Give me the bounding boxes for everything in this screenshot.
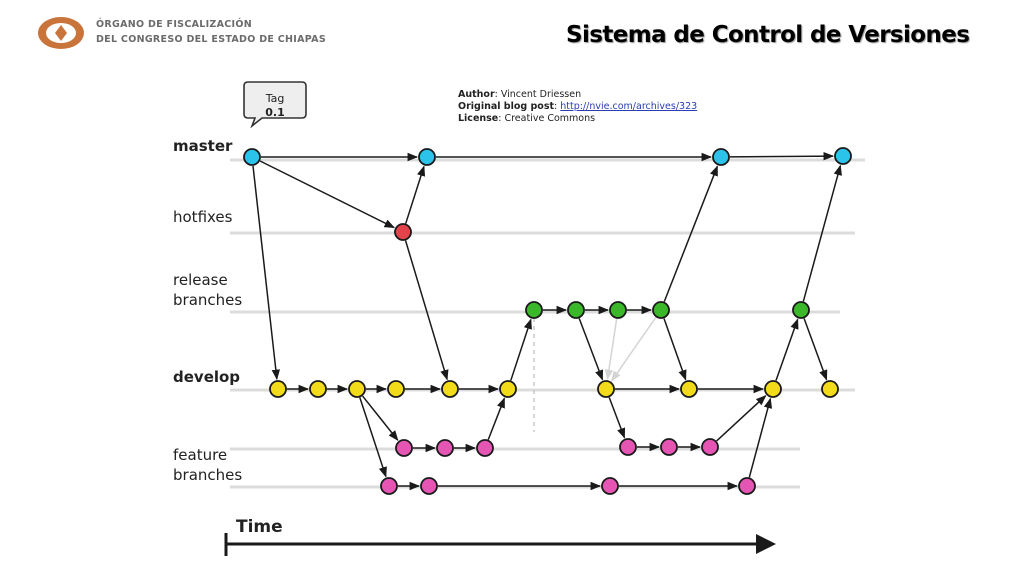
commit-arrow [611,316,657,382]
lane-label-develop: develop [173,368,241,386]
commit-arrow [362,395,399,441]
credit-author-value: : Vincent Driessen [494,89,582,100]
commit-arrow [259,160,395,229]
commit-node-develop [764,380,782,398]
tag-label: Tag [265,92,285,105]
commit-arrow [252,165,281,381]
commit-node-develop [387,380,405,398]
tag-callout [243,81,307,128]
commit-node-develop [680,380,698,398]
commit-node-develop [597,380,615,398]
commit-node-feature [380,477,398,495]
commit-node-hotfix [394,223,412,241]
commit-arrow [404,240,449,381]
commit-node-master [712,148,730,166]
logo-icon [38,17,84,49]
commit-node-master [834,147,852,165]
commit-node-develop [348,380,366,398]
org-name-line1: ÓRGANO DE FISCALIZACIÓN [96,19,253,30]
lane-label-feature-line1: feature [173,446,228,464]
commit-node-feature [476,439,494,457]
commit-node-feature [436,439,454,457]
tag-version: 0.1 [265,106,285,119]
credit-author-label: Author [458,89,495,100]
commit-node-master [243,148,261,166]
commit-node-develop [441,380,459,398]
blog-link[interactable]: http://nvie.com/archives/323 [560,101,698,112]
credit-blog-label: Original blog post [458,101,555,112]
commit-arrow [359,397,387,478]
commit-arrow [716,395,767,442]
commit-node-release [567,301,585,319]
commit-node-feature [619,438,637,456]
commit-arrow [405,165,426,224]
org-name-line2: DEL CONGRESO DEL ESTADO DE CHIAPAS [96,34,326,45]
commit-arrow [608,397,626,439]
commit-node-feature [395,439,413,457]
commit-arrow [663,165,719,302]
arrow-right-icon [756,534,776,554]
commit-node-feature [701,438,719,456]
credit-license: License: Creative Commons [458,113,595,124]
commit-arrow [663,318,687,381]
commit-arrow [748,397,773,478]
lane-label-master: master [173,137,233,155]
lane-label-feature-line2: branches [173,466,243,484]
commit-node-develop [309,380,327,398]
commit-arrow [510,318,532,381]
commit-arrow [729,151,835,161]
lane-label-hotfixes: hotfixes [173,208,233,226]
commit-node-develop [269,380,287,398]
commit-arrow [802,164,842,302]
page-title: Sistema de Control de Versiones [566,22,970,48]
commit-node-develop [821,380,839,398]
commit-arrow [604,318,618,381]
credit-blog: Original blog post: http://nvie.com/arch… [458,101,697,112]
commit-arrow [775,318,799,381]
commit-arrow [803,318,828,381]
time-arrow [224,533,776,556]
credit-blog-sep: : [554,101,561,112]
commit-node-release [609,301,627,319]
credit-license-value: : Creative Commons [498,113,596,124]
credit-author: Author: Vincent Driessen [458,89,581,100]
time-label: Time [236,517,283,537]
commit-node-master [418,148,436,166]
commit-node-feature [601,477,619,495]
commit-node-feature [738,477,756,495]
commit-node-release [525,301,543,319]
commit-node-release [652,301,670,319]
commit-node-release [792,301,810,319]
commit-node-feature [660,438,678,456]
commit-arrow [578,318,604,381]
lane-label-release-line1: release [173,271,228,289]
commit-node-develop [499,380,517,398]
commit-node-feature [420,477,438,495]
lane-label-release-line2: branches [173,291,243,309]
commit-arrow [487,397,506,440]
credit-license-label: License [458,113,499,124]
